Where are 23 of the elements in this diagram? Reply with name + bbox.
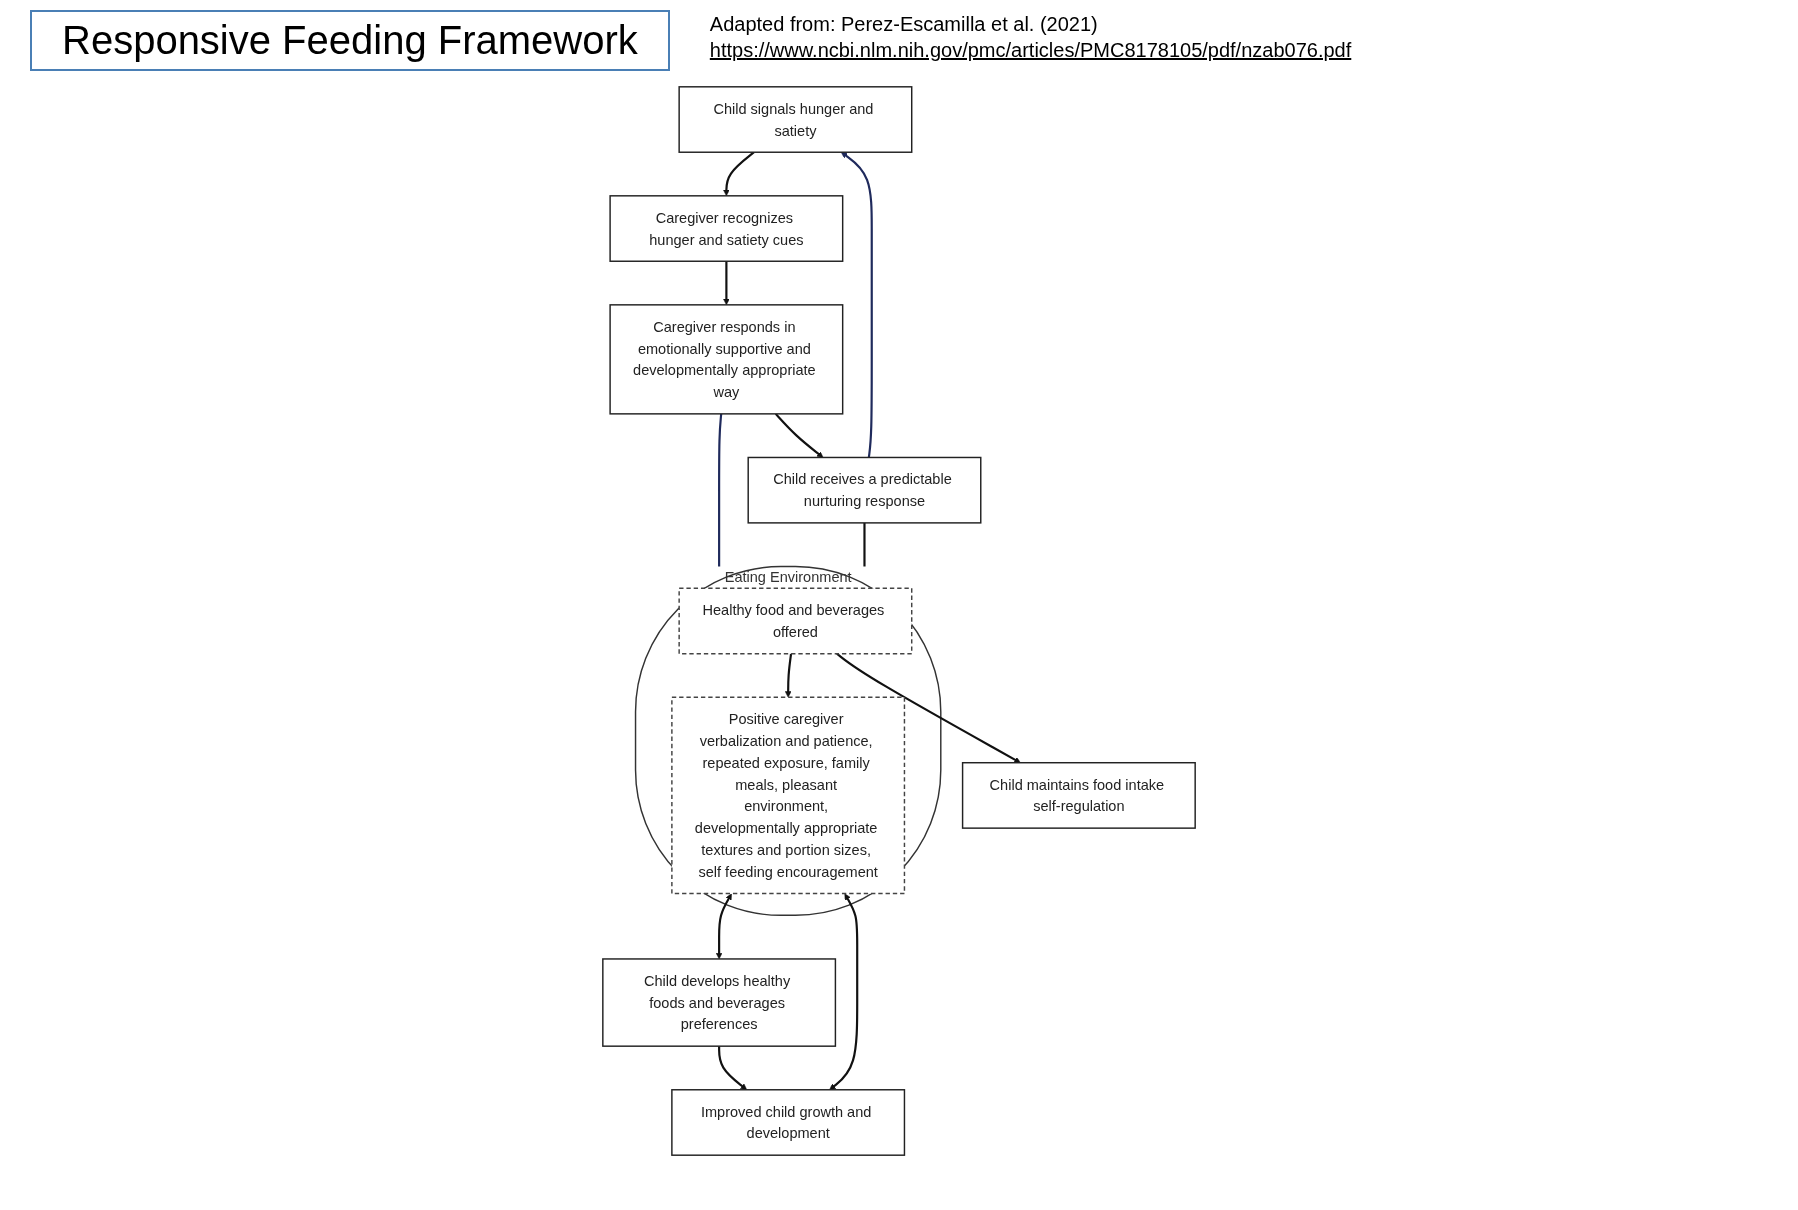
arrow	[836, 652, 1021, 763]
arrow	[829, 893, 859, 1091]
connector	[718, 413, 723, 567]
source-link: https://www.ncbi.nlm.nih.gov/pmc/articles/PMC8178105/pdf/nzab076.pdf	[709, 39, 1352, 62]
connector	[863, 522, 866, 567]
node-box: Caregiver responds in emotionally supportive and developmentally appropriate way	[609, 304, 844, 415]
title: Responsive Feeding Framework	[30, 10, 670, 71]
node-box: Positive caregiver verbalization and patience, repeated exposure, family meals, pleasant environment, developmentally appropriate textures and portion sizes, self feeding encouragement	[671, 696, 906, 895]
arrow	[723, 151, 755, 197]
arrow	[774, 413, 824, 458]
arrow	[718, 1046, 748, 1091]
node-box: Child maintains food intake self-regulation	[961, 762, 1196, 829]
arrow	[840, 151, 873, 458]
node-box: Child receives a predictable nurturing response	[747, 456, 982, 524]
node-box: Healthy food and beverages offered	[678, 587, 913, 655]
node-box: Improved child growth and development	[671, 1089, 906, 1156]
arrow	[723, 261, 730, 306]
node-box: Caregiver recognizes hunger and satiety cues	[609, 195, 844, 262]
node-box: Child signals hunger and satiety	[678, 86, 913, 153]
node-box: Child develops healthy foods and beverages preferences	[602, 958, 837, 1047]
arrow	[784, 653, 793, 698]
arrow	[715, 893, 732, 960]
source-note: Adapted from: Perez-Escamilla et al. (2021)	[709, 13, 1099, 36]
